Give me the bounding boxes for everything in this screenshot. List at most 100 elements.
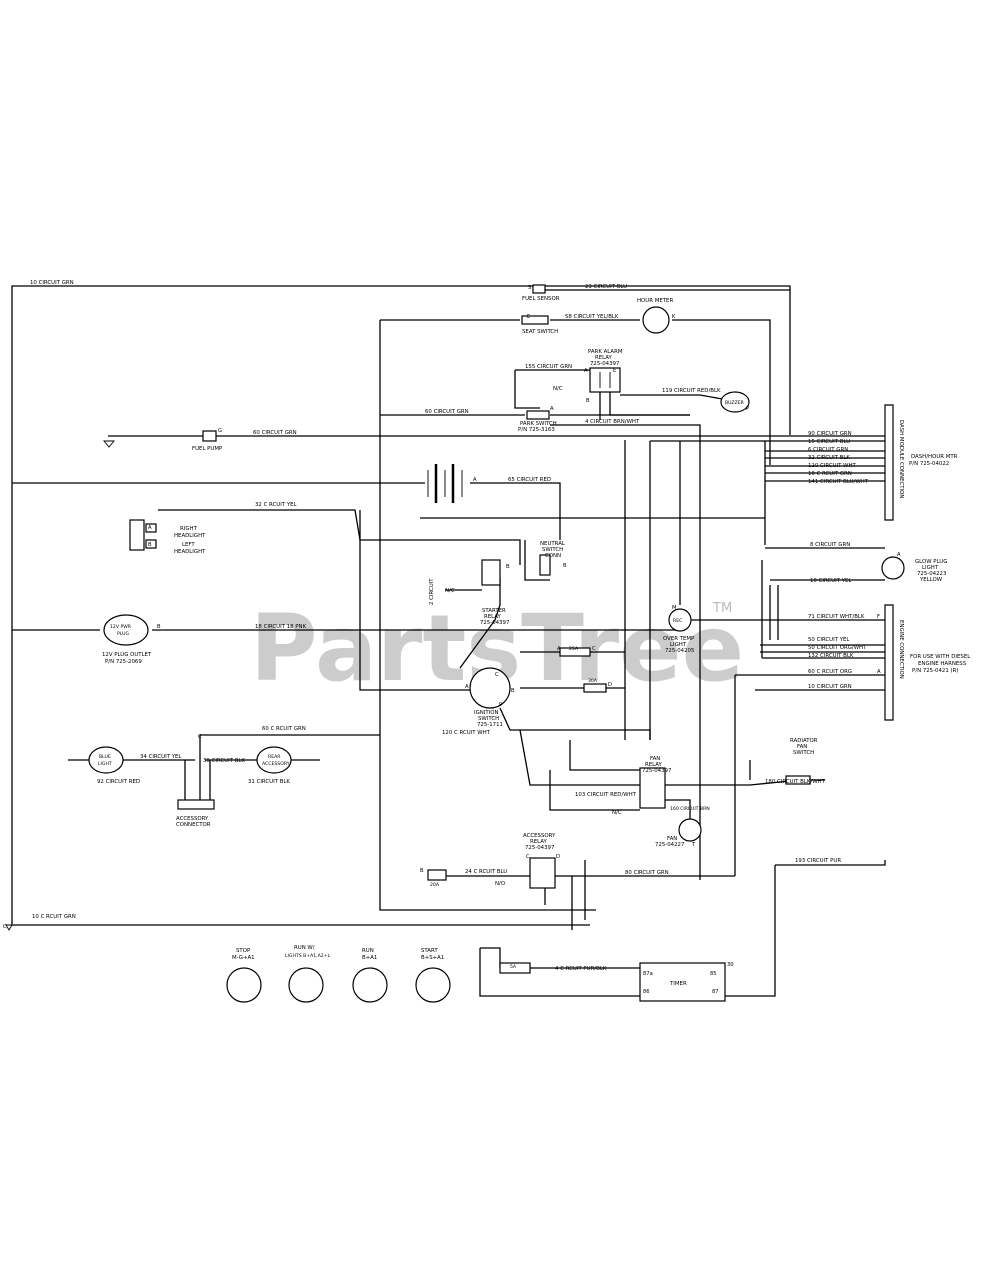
pin-hl-a: A [148, 525, 152, 531]
blue-light [88, 746, 124, 774]
wire-ign-down [519, 729, 640, 786]
label-nc-starter: N/C [445, 588, 455, 594]
label-acc-relay-2: RELAY [530, 839, 548, 845]
label-w6: 6 CIRCUIT GRN [808, 447, 848, 453]
label-w119: 119 CIRCUIT RED/BLK [662, 388, 721, 394]
wire-120-start [499, 707, 651, 740]
label-w92: 92 CIRCUIT RED [97, 779, 140, 785]
label-ign-2: SWITCH [478, 716, 499, 722]
label-rad-fan-3: SWITCH [793, 750, 814, 756]
label-park-alarm-1: PARK ALARM [588, 349, 623, 355]
fuse-25a [559, 647, 591, 657]
pin-buzzer-p: P [746, 406, 749, 412]
label-fan-2: 725-04227 [655, 842, 684, 848]
label-w60-fuel: 60 CIRCUIT GRN [253, 430, 297, 436]
label-overtemp-1: OVER TEMP [663, 636, 695, 642]
label-fuel-sensor: FUEL SENSOR [522, 296, 560, 302]
label-overtemp-2: LIGHT [670, 642, 687, 648]
label-starter-2: RELAY [484, 614, 502, 620]
label-acc-conn-1: ACCESSORY [176, 816, 209, 822]
pin-25a-a: A [557, 646, 561, 652]
battery [427, 464, 463, 503]
label-w65: 65 CIRCUIT RED [508, 477, 551, 483]
label-engine-conn: ENGINE CONNECTION [898, 620, 904, 679]
switch-dial-start [415, 967, 451, 1003]
label-diesel-1: FOR USE WITH DIESEL [910, 654, 970, 660]
label-nc-park: N/C [553, 386, 563, 392]
label-dash-hm-2: P/N 725-04022 [909, 461, 949, 467]
wire-60-eng [734, 674, 885, 860]
ground-icon [103, 440, 115, 448]
label-park-alarm-3: 725-04397 [590, 361, 619, 367]
wire-starter-relay [445, 578, 501, 669]
label-w30: 30 CIRCUIT BLK [203, 758, 245, 764]
label-rec: REC [673, 618, 682, 624]
label-w60-eng: 60 C RCUIT ORG [808, 669, 852, 675]
wire-dash-to-conn [805, 435, 885, 482]
label-ign-3: 725-1711 [477, 722, 503, 728]
pin-ign-p: P [499, 702, 502, 708]
label-rad-fan-2: FAN [797, 744, 807, 750]
label-blue-light-1: BLUE [99, 754, 111, 760]
over-temp-light [668, 608, 692, 632]
wire-65 [470, 482, 561, 540]
hour-meter [642, 306, 670, 334]
label-park-alarm-2: RELAY [595, 355, 613, 361]
label-left-hl-1: LEFT [182, 542, 195, 548]
label-w120: 120 CIRCUIT WHT [808, 463, 857, 469]
wire-119 [620, 394, 729, 401]
label-fuse-25a: 25A [569, 646, 579, 652]
label-w60-park: 60 CIRCUIT GRN [425, 409, 469, 415]
timer [639, 962, 726, 1002]
wire-left-vertical [379, 320, 596, 911]
accessory-relay [529, 857, 556, 889]
label-neutral-3: CONN [545, 553, 561, 559]
label-fan-relay-3: 725-04397 [642, 768, 671, 774]
park-relay-contacts [599, 372, 611, 388]
pin-accrelay-c: C [526, 854, 530, 860]
label-nc-fan: N/C [612, 810, 622, 816]
wire-34-down [184, 760, 211, 800]
pin-frame-c: C [3, 924, 7, 930]
pin-acc-c: C [198, 734, 202, 740]
label-w90: 90 CIRCUIT GRN [808, 431, 852, 437]
pin-timer-85: 85 [710, 971, 717, 977]
label-buzzer: BUZZER [725, 400, 745, 406]
pin-eng-a: A [877, 669, 881, 675]
wire-neutral [524, 540, 550, 581]
label-w34: 34 CIRCUIT YEL [140, 754, 181, 760]
label-rear-acc-1: REAR [268, 754, 281, 760]
label-w32-yel: 32 C RCUIT YEL [255, 502, 297, 508]
wires [11, 285, 886, 997]
pin-fuelpump-g: G [218, 428, 222, 434]
pin-accrelay-d: D [556, 854, 560, 860]
wire-bus-verticals [761, 560, 779, 658]
label-blue-light-2: LIGHT [98, 761, 112, 767]
label-fuse-5a: 5A [510, 964, 517, 970]
label-left-hl-2: HEADLIGHT [174, 549, 206, 555]
label-w60-acc: 60 C RCUIT GRN [262, 726, 306, 732]
label-dash-conn: DASH MODULE CONNECTION [898, 420, 904, 498]
accessory-connector [177, 799, 215, 810]
label-w4-pur: 4 C RCUIT PUR/BLK [555, 966, 607, 972]
pin-plug-b: B [157, 624, 161, 630]
pin-park-a: A [584, 368, 588, 374]
pin-letters: S E K A E B P A G A A B B B A B M F A A … [3, 285, 901, 995]
label-park-sw-1: PARK SWITCH [520, 421, 557, 427]
label-dash-hm-1: DASH/HOUR MTR [911, 454, 958, 460]
switch-dial-run-lights [288, 967, 324, 1003]
headlights [129, 519, 157, 551]
pin-parksw-a: A [550, 406, 554, 412]
wire-10-grn-frame [11, 285, 791, 926]
label-fuel-pump: FUEL PUMP [192, 446, 223, 452]
label-w10-eng: 10 CIRCUIT GRN [808, 684, 852, 690]
label-w10-grn-dash: 10 C RCUIT GRN [808, 471, 852, 477]
label-right-hl-2: HEADLIGHT [174, 533, 206, 539]
label-starter-1: STARTER [482, 608, 506, 614]
label-w10-glow: 10 CIRCUIT YEL [810, 578, 851, 584]
pin-timer-86: 86 [643, 989, 650, 995]
pin-ign-b: B [511, 688, 515, 694]
label-starter-3: 725-04397 [480, 620, 509, 626]
label-w23: 23 CIRCUIT BLU [585, 284, 627, 290]
label-w132: 132 CIRCUIT BLK [808, 653, 854, 659]
